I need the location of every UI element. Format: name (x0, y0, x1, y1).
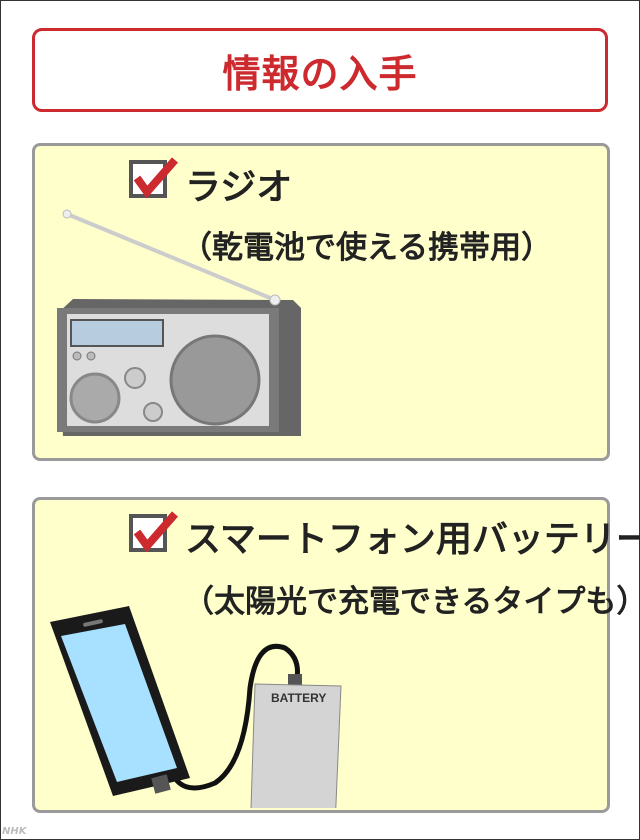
battery-heading: スマートフォン用バッテリー (185, 519, 640, 560)
radio-heading: ラジオ (185, 167, 293, 208)
phone-battery-illustration: BATTERY (50, 606, 342, 808)
battery-panel: スマートフォン用バッテリー （太陽光で充電できるタイプも） BATTERY (32, 497, 640, 813)
checkbox-checked-icon (129, 511, 179, 553)
radio-note: （乾電池で使える携帯用） (181, 230, 553, 266)
page-title: 情報の入手 (222, 51, 418, 96)
nhk-watermark: NHK (2, 826, 27, 837)
checkbox-checked-icon (129, 157, 179, 199)
battery-label: BATTERY (271, 691, 326, 705)
radio-panel: ラジオ （乾電池で使える携帯用） (32, 143, 610, 461)
radio-illustration (57, 209, 301, 436)
battery-note: （太陽光で充電できるタイプも） (183, 584, 640, 620)
title-box: 情報の入手 (32, 28, 608, 112)
